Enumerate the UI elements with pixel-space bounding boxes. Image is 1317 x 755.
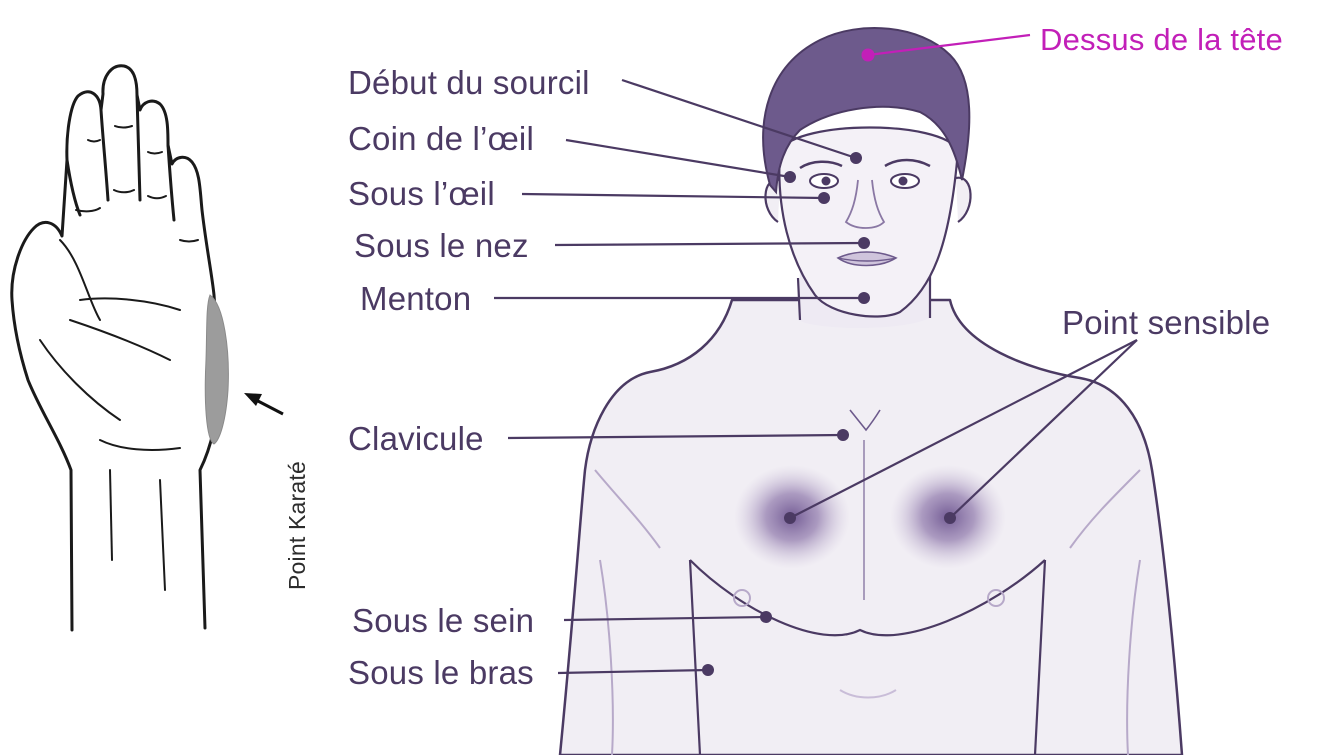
label-chin: Menton [360, 282, 471, 315]
karate-point-arrow [244, 393, 283, 414]
label-eyebrow: Début du sourcil [348, 66, 590, 99]
label-collarbone: Clavicule [348, 422, 484, 455]
dot-chin [858, 292, 870, 304]
dot-sore-right [944, 512, 956, 524]
hand-illustration [12, 66, 220, 630]
label-eye-corner: Coin de l’œil [348, 122, 534, 155]
label-under-breast: Sous le sein [352, 604, 534, 637]
dot-under-nose [858, 237, 870, 249]
karate-point-zone [205, 295, 228, 444]
dot-under-arm [702, 664, 714, 676]
hand-outline [12, 66, 220, 630]
leader-eye-corner [566, 140, 790, 177]
dot-collarbone [837, 429, 849, 441]
body-illustration [560, 28, 1182, 755]
dot-eyebrow [850, 152, 862, 164]
dot-under-eye [818, 192, 830, 204]
label-top-of-head: Dessus de la tête [1040, 24, 1283, 55]
dot-sore-left [784, 512, 796, 524]
label-under-arm: Sous le bras [348, 656, 534, 689]
dot-eye-corner [784, 171, 796, 183]
torso-shape [560, 300, 1182, 755]
label-under-nose: Sous le nez [354, 229, 529, 262]
label-sore-spot: Point sensible [1062, 306, 1270, 339]
dot-top-of-head [862, 49, 875, 62]
dot-under-breast [760, 611, 772, 623]
label-under-eye: Sous l’œil [348, 177, 495, 210]
label-karate-point: Point Karaté [286, 461, 309, 590]
